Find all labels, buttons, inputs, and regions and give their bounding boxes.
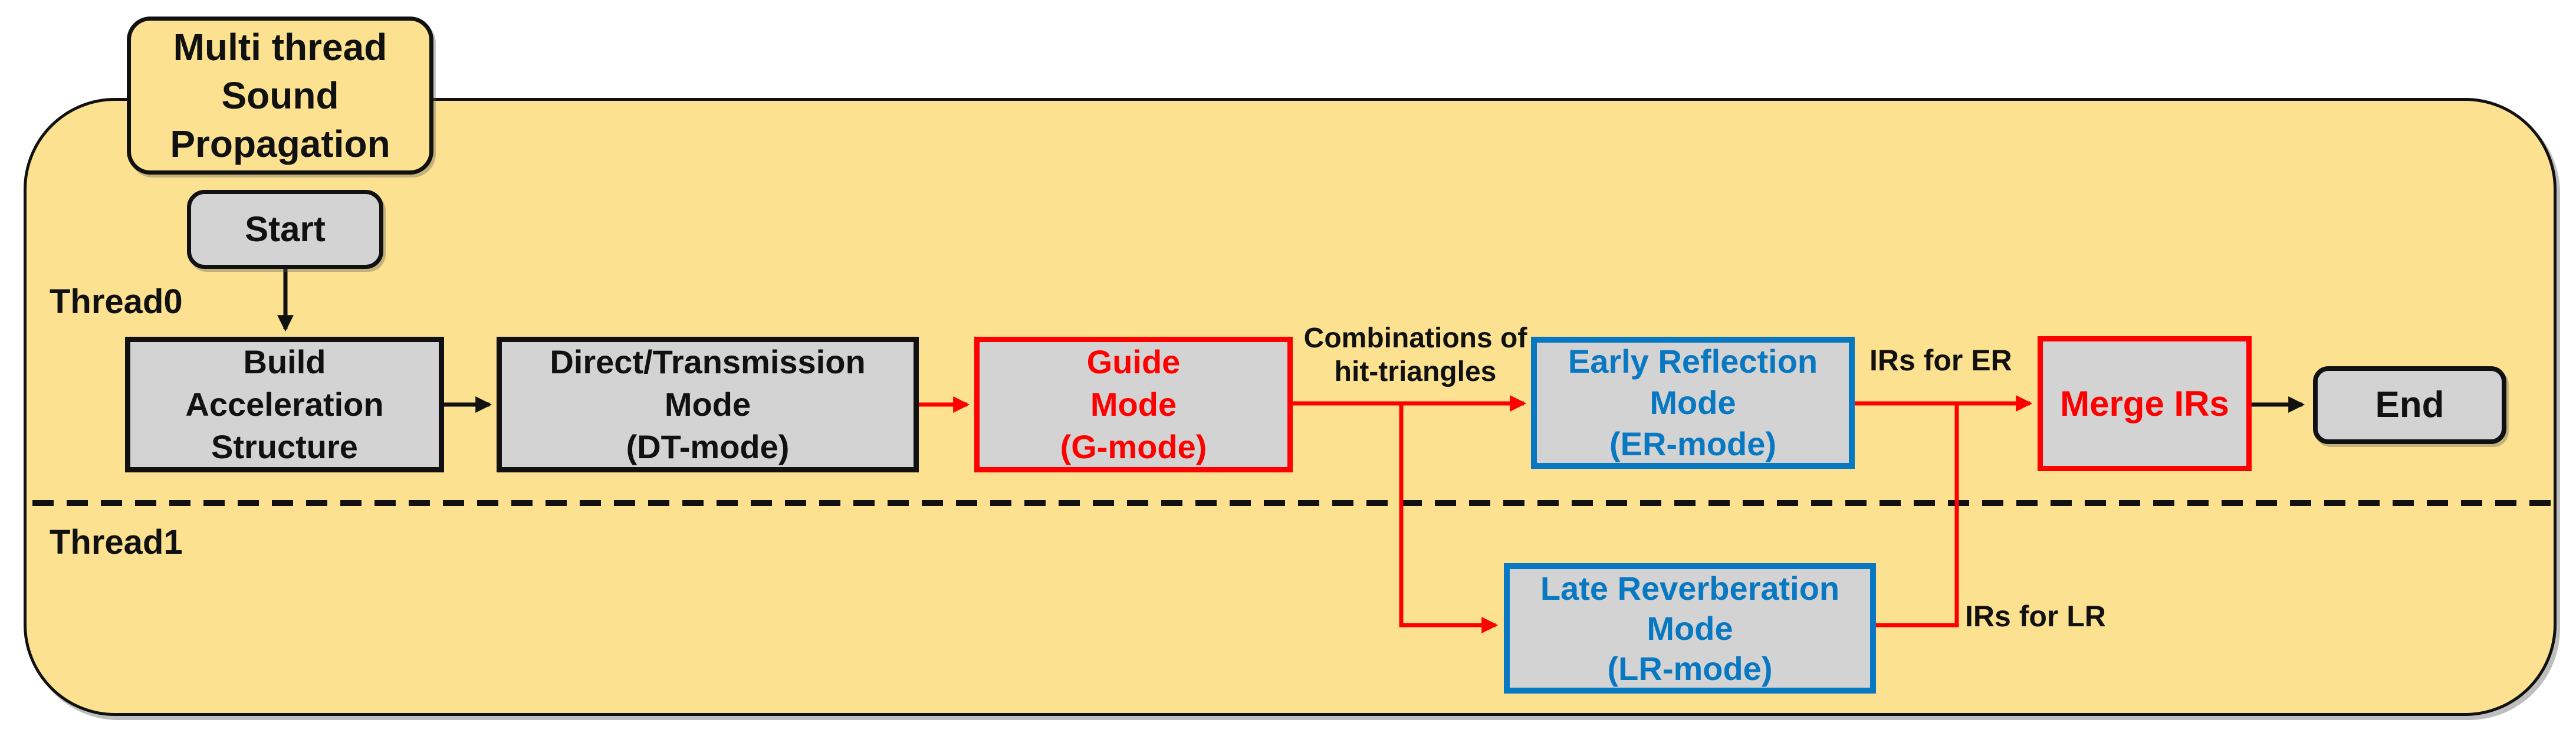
edge-label-irs-for-er: IRs for ER — [1869, 344, 2012, 377]
node-build-label: Build Acceleration Structure — [185, 343, 384, 465]
node-merge-label: Merge IRs — [2060, 383, 2229, 423]
edge-guide-to-lr — [1399, 403, 1499, 633]
edge-lr-to-merge — [1875, 403, 1959, 627]
node-merge-irs: Merge IRs — [2038, 336, 2252, 471]
diagram-title-text: Multi thread Sound Propagation — [170, 26, 390, 165]
node-early-reflection-mode: Early Reflection Mode (ER-mode) — [1531, 337, 1855, 469]
node-late-reverberation-mode: Late Reverberation Mode (LR-mode) — [1504, 563, 1876, 694]
edge-label-combinations: Combinations of hit-triangles — [1303, 323, 1527, 387]
node-direct-transmission-mode: Direct/Transmission Mode (DT-mode) — [497, 337, 919, 472]
thread0-label: Thread0 — [50, 282, 183, 321]
node-end: End — [2313, 366, 2506, 444]
node-end-label: End — [2375, 385, 2444, 425]
diagram-title-box: Multi thread Sound Propagation — [127, 17, 433, 175]
node-start: Start — [187, 190, 383, 269]
node-dt-label: Direct/Transmission Mode (DT-mode) — [550, 343, 866, 465]
node-er-label: Early Reflection Mode (ER-mode) — [1568, 343, 1818, 462]
node-start-label: Start — [245, 209, 326, 249]
node-guide-label: Guide Mode (G-mode) — [1060, 343, 1207, 465]
node-lr-label: Late Reverberation Mode (LR-mode) — [1540, 569, 1840, 687]
edge-label-irs-for-lr: IRs for LR — [1965, 600, 2106, 633]
node-build-acceleration-structure: Build Acceleration Structure — [125, 337, 444, 472]
node-guide-mode: Guide Mode (G-mode) — [974, 337, 1293, 472]
thread1-label: Thread1 — [50, 523, 183, 561]
